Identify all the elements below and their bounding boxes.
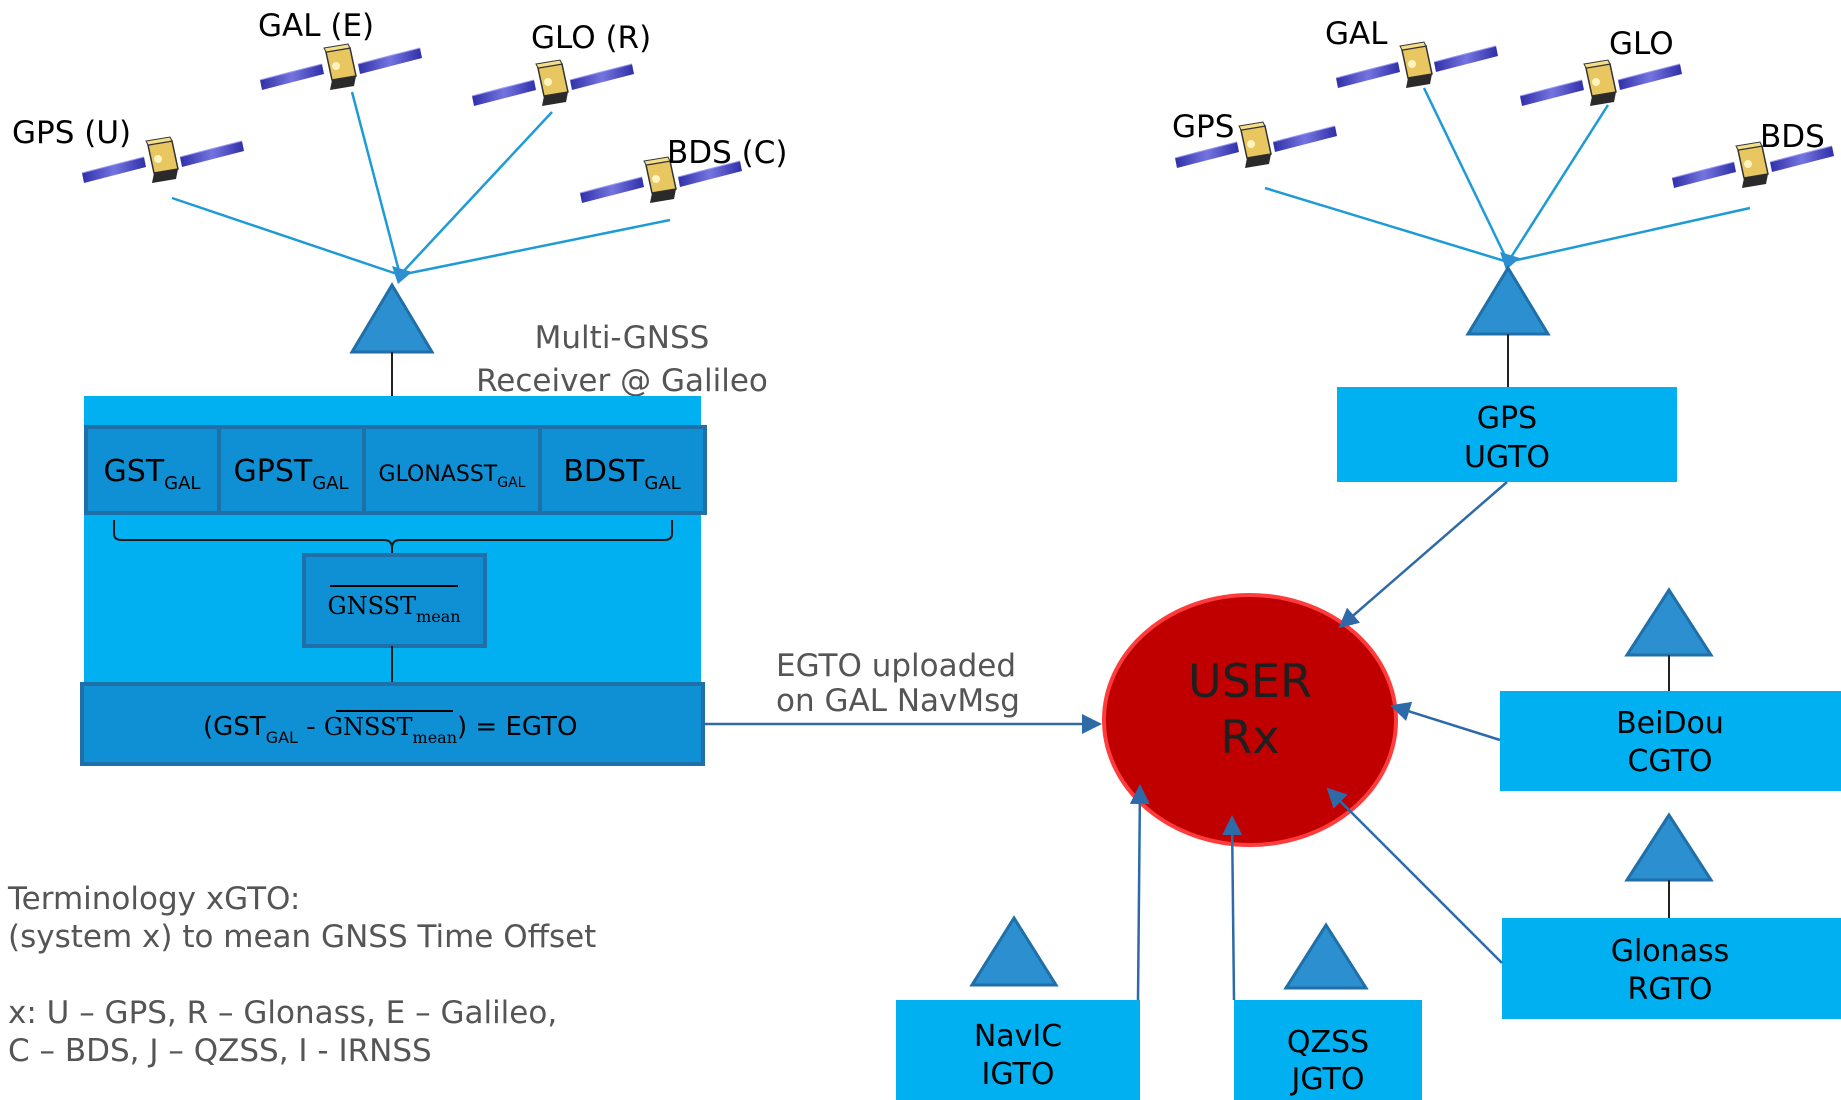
svg-text:NavIC: NavIC	[974, 1019, 1062, 1054]
arrow-cgto-to-user	[1390, 701, 1501, 742]
gto-box-gps: GPS UGTO	[1337, 387, 1677, 482]
terminology-line2: (system x) to mean GNSS Time Offset	[8, 919, 596, 955]
terminology-line4: C – BDS, J – QZSS, I - IRNSS	[8, 1033, 432, 1069]
satellite-icon-glo-r	[471, 59, 635, 107]
satellite-icon-gal-e	[259, 43, 423, 91]
svg-text:BDSTGAL: BDSTGAL	[563, 454, 680, 494]
svg-text:GLONASSTGAL: GLONASSTGAL	[379, 462, 526, 491]
receiver-label-line2: Receiver @ Galileo	[476, 363, 768, 399]
time-box-gst: GSTGAL	[84, 425, 221, 515]
gto-box-navic: NavIC IGTO	[896, 1000, 1140, 1100]
gto-arrows	[1129, 481, 1508, 1001]
antenna-icon-galileo	[349, 282, 435, 354]
arrow-igto-to-user	[1129, 784, 1150, 1001]
signal-line-right-gps	[1264, 186, 1509, 264]
time-box-bdst: BDSTGAL	[538, 425, 707, 515]
signal-line-glo	[399, 111, 553, 276]
user-rx-label-line1: USER	[1188, 654, 1312, 708]
signal-line-bds	[399, 218, 671, 277]
signal-line-gps	[171, 196, 401, 277]
label-right-bds: BDS	[1760, 119, 1825, 155]
signal-line-gal	[350, 91, 402, 276]
arrow-ugto-to-user	[1338, 481, 1508, 629]
gto-box-glonass: Glonass RGTO	[1502, 918, 1841, 1019]
svg-text:BeiDou: BeiDou	[1616, 706, 1724, 741]
user-rx-label-line2: Rx	[1220, 710, 1279, 764]
receiver-label-line1: Multi-GNSS	[535, 320, 710, 356]
arrow-jgto-to-user	[1222, 815, 1243, 1001]
svg-text:Glonass: Glonass	[1611, 934, 1730, 969]
svg-text:GPSTGAL: GPSTGAL	[233, 454, 348, 494]
svg-text:JGTO: JGTO	[1290, 1062, 1365, 1097]
terminology-note: Terminology xGTO: (system x) to mean GNS…	[7, 881, 596, 1069]
upload-label-line1: EGTO uploaded	[776, 648, 1016, 684]
label-right-glo: GLO	[1609, 26, 1674, 62]
antenna-icon-beidou	[1624, 587, 1714, 657]
svg-text:GPS: GPS	[1477, 401, 1537, 436]
arrow-rgto-to-user	[1326, 787, 1503, 964]
terminology-line1: Terminology xGTO:	[7, 881, 300, 917]
label-bds-c: BDS (C)	[667, 135, 788, 171]
time-box-gpst: GPSTGAL	[217, 425, 366, 515]
left-signal-lines	[171, 91, 671, 277]
egto-formula-box: (GSTGAL - GNSSTmean) = EGTO	[80, 682, 705, 766]
antenna-icon-glonass	[1624, 812, 1714, 882]
svg-text:RGTO: RGTO	[1628, 972, 1713, 1007]
svg-text:IGTO: IGTO	[982, 1057, 1055, 1092]
antenna-icon-qzss	[1283, 922, 1369, 990]
svg-text:GNSSTmean: GNSSTmean	[327, 592, 460, 626]
satellite-icon-right-glo	[1519, 59, 1683, 107]
signal-line-right-bds	[1507, 206, 1751, 264]
mean-gnsst-box: GNSSTmean	[302, 553, 487, 648]
label-gal-e: GAL (E)	[258, 8, 374, 44]
time-box-glonasst: GLONASSTGAL	[362, 425, 542, 515]
gto-box-beidou: BeiDou CGTO	[1500, 691, 1841, 791]
antenna-feed-arrow	[392, 266, 412, 284]
antenna-icon-gps	[1465, 265, 1551, 336]
upload-label-line2: on GAL NavMsg	[776, 683, 1020, 719]
svg-text:QZSS: QZSS	[1287, 1025, 1369, 1060]
label-right-gal: GAL	[1325, 16, 1388, 52]
signal-line-right-gal	[1422, 87, 1510, 263]
label-right-gps: GPS	[1172, 109, 1234, 145]
label-gps-u: GPS (U)	[12, 115, 131, 151]
svg-text:GSTGAL: GSTGAL	[104, 454, 201, 494]
right-antenna-feed-arrow	[1500, 252, 1520, 270]
signal-line-right-glo	[1506, 104, 1610, 263]
right-signal-lines	[1264, 87, 1751, 264]
svg-text:UGTO: UGTO	[1464, 440, 1550, 475]
svg-text:CGTO: CGTO	[1627, 744, 1712, 779]
terminology-line3: x: U – GPS, R – Glonass, E – Galileo,	[8, 995, 557, 1031]
antenna-icon-navic	[969, 915, 1059, 987]
gto-box-qzss: QZSS JGTO	[1234, 1000, 1422, 1100]
label-glo-r: GLO (R)	[531, 20, 651, 56]
svg-text:(GSTGAL - GNSSTmean) = EGTO: (GSTGAL - GNSSTmean) = EGTO	[203, 712, 577, 747]
